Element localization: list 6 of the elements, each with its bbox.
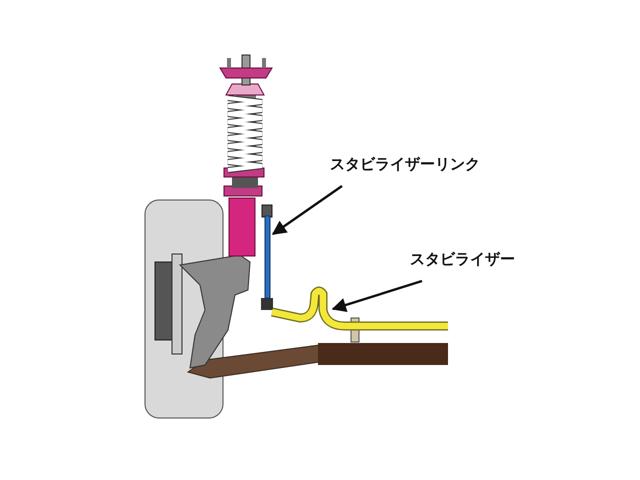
callout-label: スタビライザー: [410, 250, 515, 268]
leader-arrow: [332, 280, 422, 312]
callout-label: スタビライザーリンク: [330, 155, 480, 173]
stabilizer-bar: [271, 286, 448, 330]
stabilizer-link-rod: [261, 204, 273, 310]
leader-arrow: [272, 185, 343, 235]
